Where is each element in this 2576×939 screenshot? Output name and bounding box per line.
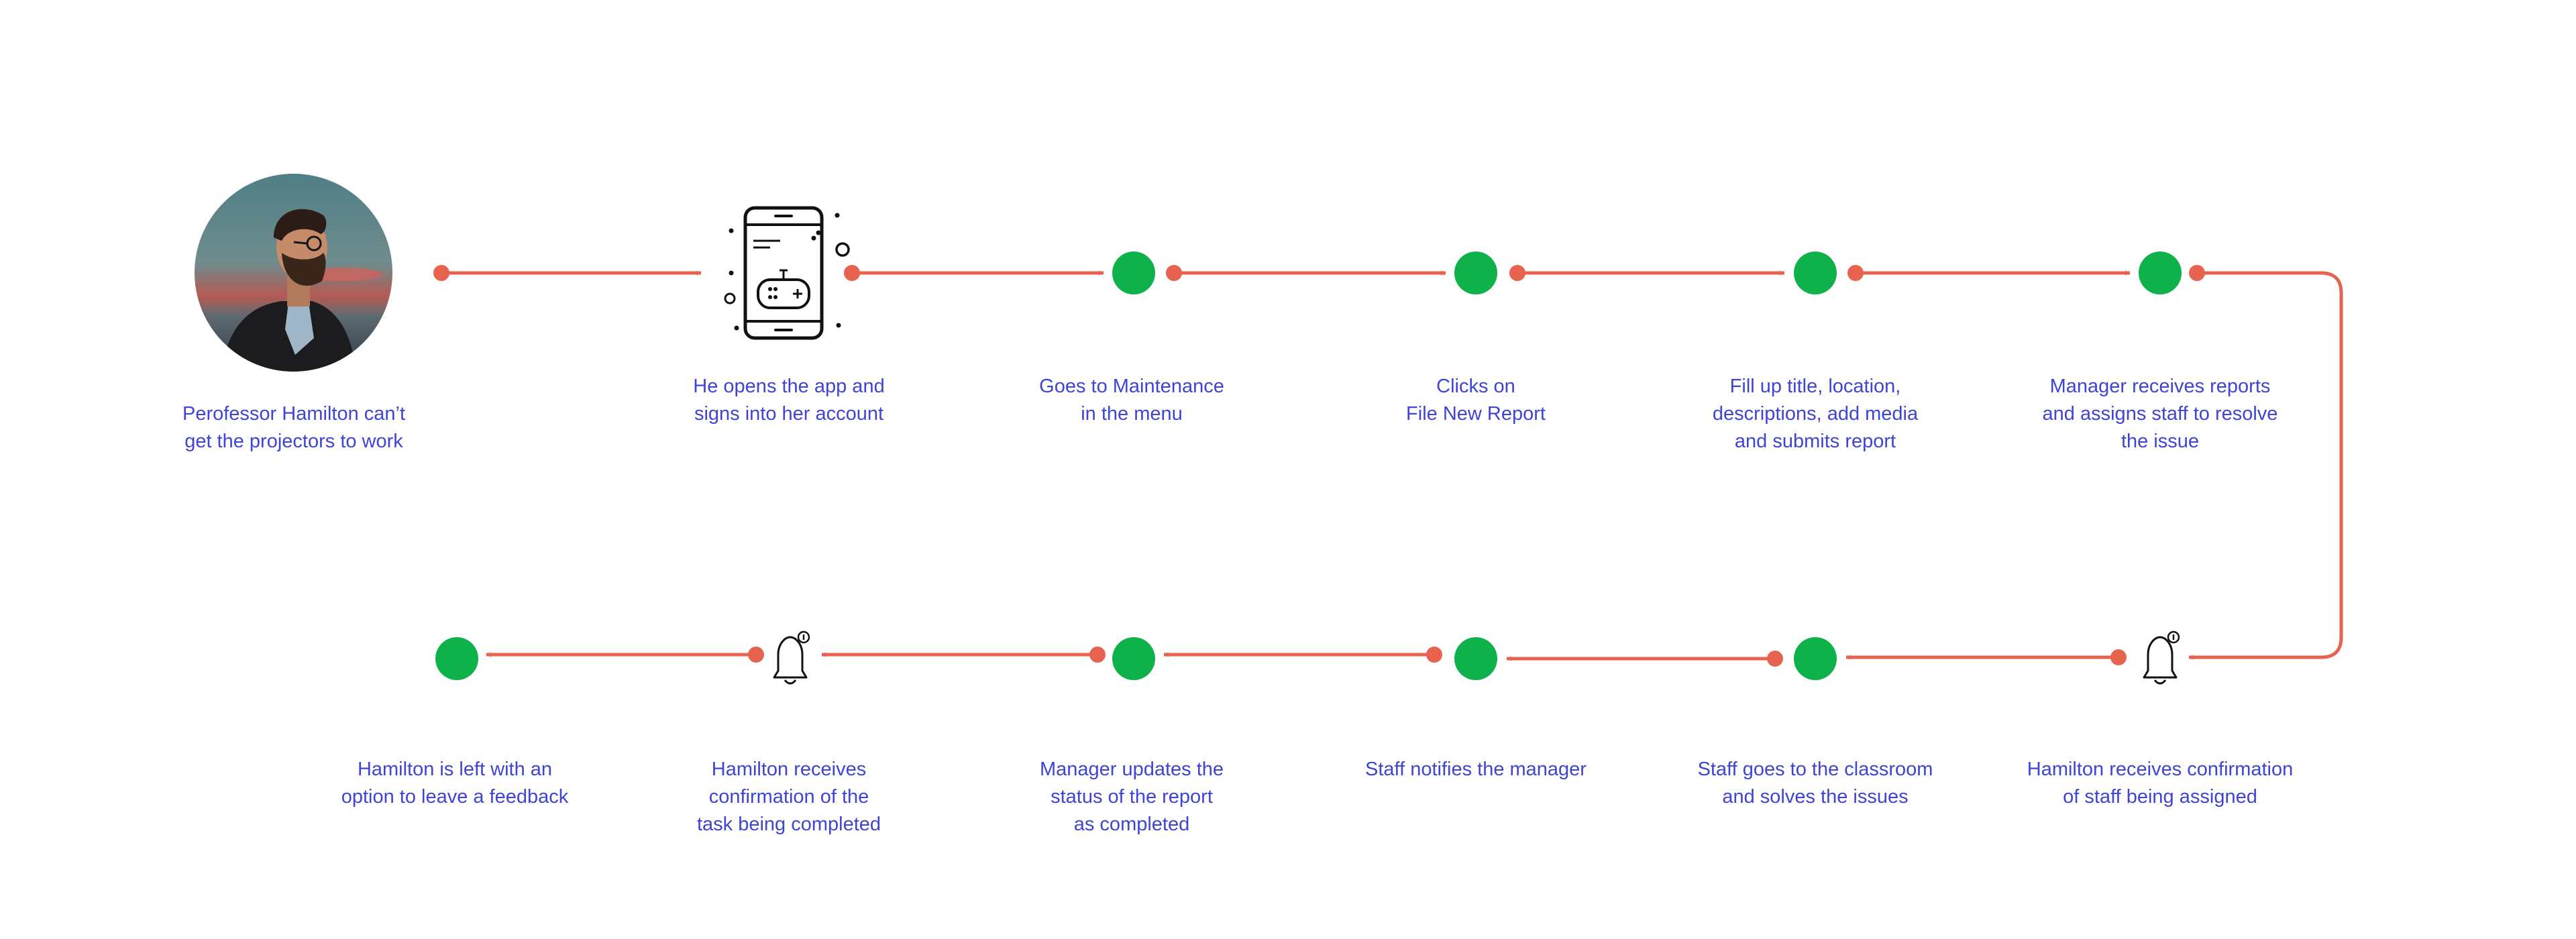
persona-avatar: [195, 174, 392, 372]
step-node-manager-updates: [1112, 637, 1155, 680]
connector-3-start-dot: [1166, 265, 1182, 281]
step-label-confirm-assigned: Hamilton receives confirmation of staff …: [2027, 759, 2294, 808]
gamepad-button: [768, 287, 772, 291]
connector-6-start-dot: [2189, 265, 2205, 281]
sparkle-dot: [729, 270, 734, 276]
bell-body: [2143, 636, 2178, 679]
step-label-fill-up: Fill up title, location, descriptions, a…: [1712, 376, 1919, 452]
step-node-staff-notifies: [1454, 637, 1497, 680]
sparkle-dot: [811, 235, 816, 241]
step-label-manager-updates: Manager updates the status of the report…: [1039, 759, 1224, 835]
step-label-start: Perofessor Hamilton can’t get the projec…: [182, 403, 406, 452]
step-node-fill-up: [1794, 252, 1837, 294]
step-label-manager-assigns: Manager receives reports and assigns sta…: [2042, 376, 2278, 452]
sparkle-dot: [835, 213, 840, 218]
step-node-feedback: [435, 637, 478, 680]
connector-7-start-dot: [2110, 649, 2127, 665]
sparkle-dot: [816, 230, 821, 235]
gamepad-antenna: [780, 269, 788, 280]
step-label-open-app: He opens the app and signs into her acco…: [693, 376, 885, 425]
step-node-manager-assigns: [2139, 252, 2182, 294]
gamepad-button: [768, 295, 772, 299]
sparkle-dot: [734, 325, 739, 331]
bell-notification-icon: [773, 630, 810, 685]
connector-10-start-dot: [1089, 647, 1106, 663]
step-label-confirm-completed: Hamilton receives confirmation of the ta…: [696, 759, 881, 835]
step-node-staff-solves: [1794, 637, 1837, 680]
step-label-file-report: Clicks on File New Report: [1406, 376, 1546, 425]
connectors-layer: [433, 265, 2343, 667]
bell-body: [773, 636, 808, 679]
connector-2-start-dot: [844, 265, 860, 281]
gamepad-dpad: [793, 289, 802, 298]
step-label-maintenance: Goes to Maintenance in the menu: [1039, 376, 1224, 425]
phone-app-icon: [724, 206, 850, 340]
connector-9-start-dot: [1426, 647, 1442, 663]
connector-5-start-dot: [1847, 265, 1864, 281]
sparkle-dot: [729, 228, 734, 233]
connector-8-start-dot: [1767, 651, 1783, 667]
person-avatar-icon: [195, 174, 392, 372]
step-node-maintenance: [1112, 252, 1155, 294]
bell-clapper: [784, 679, 797, 685]
step-label-feedback: Hamilton is left with an option to leave…: [341, 759, 569, 808]
bell-notification-icon: [2143, 630, 2180, 685]
connector-1-start-dot: [433, 265, 449, 281]
gamepad-button: [773, 295, 777, 299]
step-label-staff-notifies: Staff notifies the manager: [1365, 759, 1587, 780]
connector-4-start-dot: [1509, 265, 1525, 281]
nodes-layer: [435, 206, 2182, 685]
connector-11-start-dot: [748, 647, 764, 663]
gamepad-button: [773, 287, 777, 291]
step-label-staff-solves: Staff goes to the classroom and solves t…: [1697, 759, 1933, 808]
sparkle-circle: [724, 292, 736, 305]
sparkle-dot: [836, 323, 841, 328]
connector-6: [2189, 271, 2343, 657]
sparkle-circle: [835, 242, 850, 257]
step-node-file-report: [1454, 252, 1497, 294]
bell-clapper: [2153, 679, 2167, 685]
